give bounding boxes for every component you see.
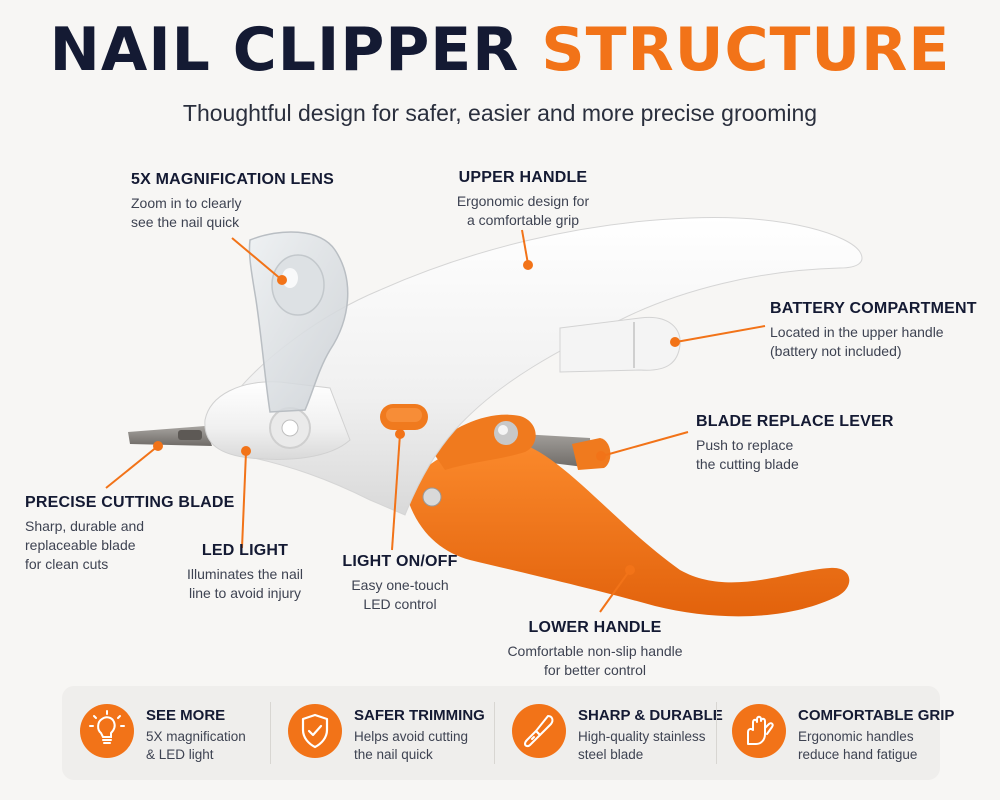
callout-description: Easy one-touch LED control (351, 577, 449, 612)
light-switch-shape (380, 404, 428, 430)
callout-title: BLADE REPLACE LEVER (696, 413, 894, 430)
callout-description: Comfortable non-slip handle for better c… (507, 643, 683, 678)
feature-divider (494, 702, 495, 764)
callout-description: Ergonomic design for a comfortable grip (456, 193, 590, 228)
feature-description: 5X magnification & LED light (146, 729, 246, 762)
callout-lower-handle: LOWER HANDLE Comfortable non-slip handle… (500, 618, 690, 680)
feature-title: SEE MORE (146, 707, 226, 724)
callout-description: Located in the upper handle (battery not… (770, 324, 944, 359)
callout-description: Illuminates the nail line to avoid injur… (187, 566, 303, 601)
feature-description: Ergonomic handles reduce hand fatigue (798, 729, 918, 762)
callout-title: LOWER HANDLE (528, 619, 662, 636)
callout-title: 5X MAGNIFICATION LENS (131, 171, 335, 188)
hand-grip-icon (732, 704, 786, 758)
callout-title: LED LIGHT (201, 542, 289, 559)
callout-dots (153, 260, 680, 575)
nail-clipper-illustration (105, 217, 863, 617)
led-head-shape (204, 381, 351, 460)
feature-title: COMFORTABLE GRIP (798, 707, 955, 724)
page-subtitle: Thoughtful design for safer, easier and … (182, 100, 818, 126)
title-main: NAIL CLIPPER (49, 15, 520, 85)
title-accent: STRUCTURE (541, 15, 951, 85)
callout-title: PRECISE CUTTING BLADE (25, 494, 235, 511)
feature-description: High-quality stainless steel blade (578, 729, 706, 762)
feature-description: Helps avoid cutting the nail quick (354, 729, 469, 762)
battery-compartment-shape (559, 316, 681, 373)
callout-description: Zoom in to clearly see the nail quick (131, 195, 242, 230)
scalpel-icon (512, 704, 566, 758)
lower-handle-shape (405, 414, 850, 617)
lightbulb-icon (80, 704, 134, 758)
callout-upper-handle: UPPER HANDLE Ergonomic design for a comf… (442, 168, 604, 230)
feature-divider (716, 702, 717, 764)
callout-title: UPPER HANDLE (458, 169, 588, 186)
cutting-blade-shape (128, 426, 212, 446)
callout-led-light: LED LIGHT Illuminates the nail line to a… (172, 541, 318, 603)
callout-title: BATTERY COMPARTMENT (770, 300, 977, 317)
callout-description: Sharp, durable and replaceable blade for… (25, 518, 145, 572)
feature-divider (270, 702, 271, 764)
shield-check-icon (288, 704, 342, 758)
callout-precise-cutting-blade: PRECISE CUTTING BLADE Sharp, durable and… (25, 493, 235, 574)
callout-leader-lines (105, 229, 766, 613)
callout-blade-replace-lever: BLADE REPLACE LEVER Push to replace the … (696, 412, 894, 474)
callout-magnification-lens: 5X MAGNIFICATION LENS Zoom in to clearly… (131, 170, 334, 232)
callout-description: Push to replace the cutting blade (696, 437, 799, 472)
callout-title: LIGHT ON/OFF (342, 553, 458, 570)
callout-battery-compartment: BATTERY COMPARTMENT Located in the upper… (770, 299, 977, 361)
magnification-lens-shape (248, 231, 349, 413)
callout-light-on-off: LIGHT ON/OFF Easy one-touch LED control (338, 552, 462, 614)
feature-title: SAFER TRIMMING (354, 707, 485, 724)
upper-handle-shape (229, 217, 863, 516)
feature-bar: SEE MORE 5X magnification & LED light SA… (62, 686, 954, 780)
feature-title: SHARP & DURABLE (578, 707, 723, 724)
page-title: NAIL CLIPPER STRUCTURE (0, 14, 1000, 86)
